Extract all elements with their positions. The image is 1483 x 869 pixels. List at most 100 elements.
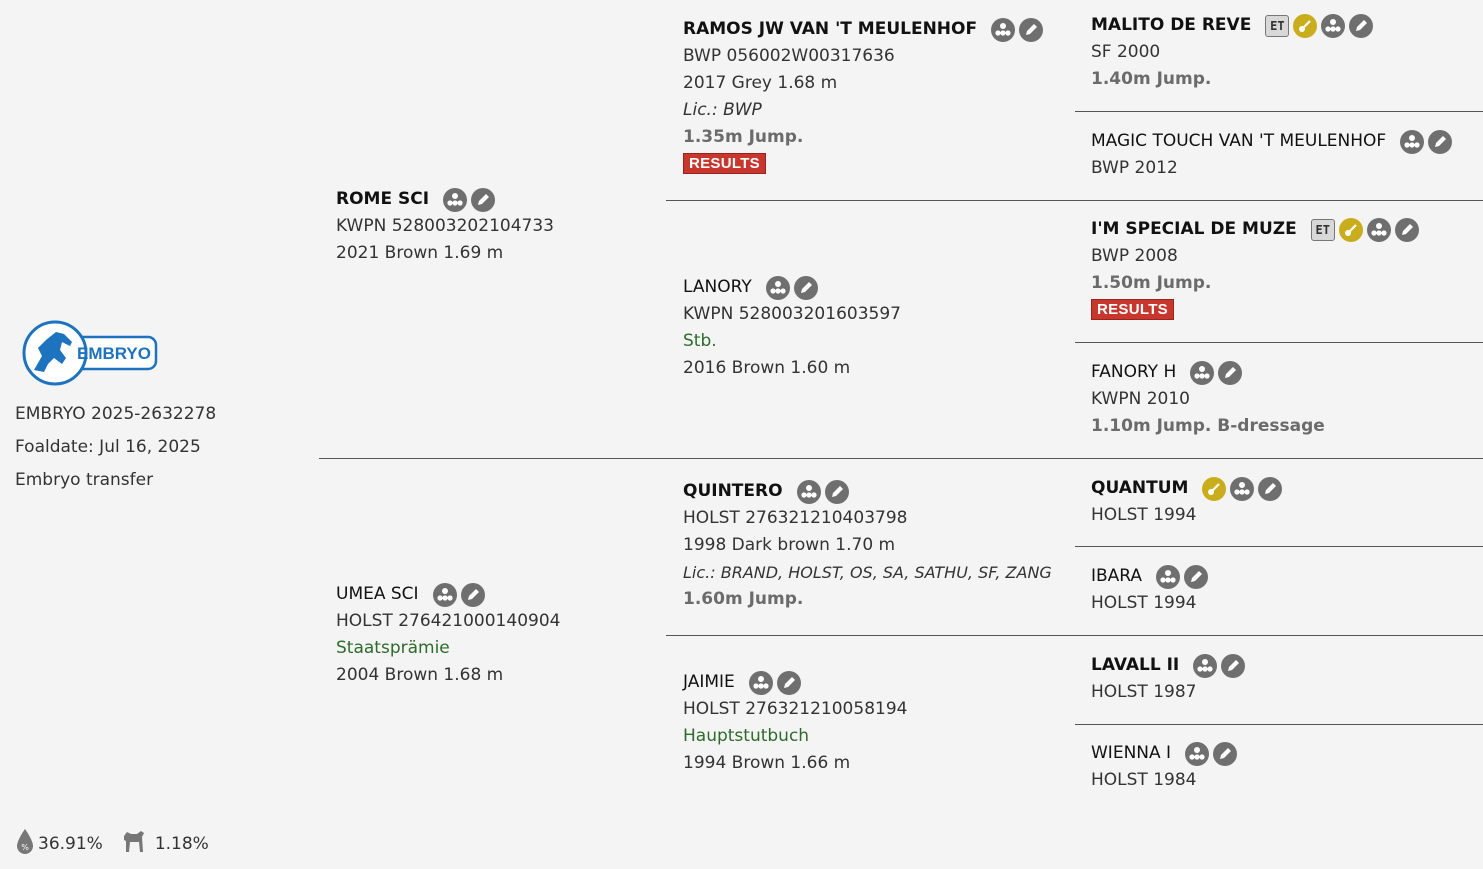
edit-pencil-icon[interactable] [1428,129,1453,154]
edit-pencil-icon[interactable] [1218,360,1243,385]
relation-value: 1.18% [154,833,209,854]
divider-g3 [1075,546,1483,547]
g3-reg: KWPN 2010 [1091,389,1190,409]
pedigree-icon[interactable] [1366,217,1391,242]
pedigree-icon[interactable] [1185,741,1210,766]
edit-pencil-icon[interactable] [1258,476,1283,501]
ss-block: RAMOS JW VAN 'T MEULENHOF BWP 056002W003… [683,16,1044,174]
edit-pencil-icon[interactable] [471,187,496,212]
g3-perf: 1.10m Jump. B-dressage [1091,416,1325,436]
key-icon[interactable] [1202,476,1227,501]
dd-reg: HOLST 276321210058194 [683,699,908,719]
g3-block-4: FANORY H KWPN 2010 1.10m Jump. B-dressag… [1091,359,1325,440]
dam-name[interactable]: UMEA SCI [336,584,419,604]
ds-reg: HOLST 276321210403798 [683,508,908,528]
ds-block: QUINTERO HOLST 276321210403798 1998 Dark… [683,478,1052,613]
results-button[interactable]: RESULTS [683,153,766,174]
pedigree-icon[interactable] [796,479,821,504]
et-badge: ET [1310,218,1335,241]
g3-reg: HOLST 1994 [1091,593,1197,613]
key-icon[interactable] [1293,13,1318,38]
edit-pencil-icon[interactable] [460,582,485,607]
key-icon[interactable] [1338,217,1363,242]
dd-block: JAIMIE HOLST 276321210058194 Hauptstutbu… [683,669,907,777]
g3-name[interactable]: IBARA [1091,566,1143,586]
pedigree-icon[interactable] [1156,564,1181,589]
ds-name[interactable]: QUINTERO [683,481,783,501]
g3-name[interactable]: QUANTUM [1091,478,1189,498]
sire-info: 2021 Brown 1.69 m [336,243,504,263]
pedigree-icon[interactable] [748,670,773,695]
edit-pencil-icon[interactable] [793,275,818,300]
dam-block: UMEA SCI HOLST 276421000140904 Staatsprä… [336,581,560,689]
g3-reg: BWP 2012 [1091,158,1178,178]
divider-sire-parents [666,200,1483,201]
g3-reg: BWP 2008 [1091,246,1178,266]
pedigree-icon[interactable] [991,17,1016,42]
edit-pencil-icon[interactable] [1221,653,1246,678]
ds-perf: 1.60m Jump. [683,589,804,609]
g3-reg: HOLST 1994 [1091,505,1197,525]
divider-dam-parents [666,635,1483,636]
sd-note: Stb. [683,331,717,351]
edit-pencil-icon[interactable] [1019,17,1044,42]
g3-reg: HOLST 1987 [1091,682,1197,702]
sire-name[interactable]: ROME SCI [336,189,430,209]
ds-lic: Lic.: BRAND, HOLST, OS, SA, SATHU, SF, Z… [683,563,1052,582]
g3-name[interactable]: I'M SPECIAL DE MUZE [1091,219,1297,239]
g3-reg: HOLST 1984 [1091,770,1197,790]
sire-block: ROME SCI KWPN 528003202104733 2021 Brown… [336,186,554,267]
g3-name[interactable]: WIENNA I [1091,743,1172,763]
g3-name[interactable]: FANORY H [1091,362,1177,382]
divider-sire-dam [319,458,1483,459]
dd-name[interactable]: JAIMIE [683,672,735,692]
subject-foaldate: Foaldate: Jul 16, 2025 [15,437,201,457]
edit-pencil-icon[interactable] [776,670,801,695]
pedigree-icon[interactable] [765,275,790,300]
sd-block: LANORY KWPN 528003201603597 Stb. 2016 Br… [683,274,901,382]
svg-text:%: % [21,843,29,852]
edit-pencil-icon[interactable] [1349,13,1374,38]
et-badge: ET [1265,14,1290,37]
pedigree-icon[interactable] [432,582,457,607]
g3-block-7: LAVALL II HOLST 1987 [1091,652,1246,706]
edit-pencil-icon[interactable] [1213,741,1238,766]
ss-name[interactable]: RAMOS JW VAN 'T MEULENHOF [683,19,978,39]
pedigree-icon[interactable] [443,187,468,212]
embryo-logo: EMBRYO [22,318,158,392]
sd-reg: KWPN 528003201603597 [683,304,901,324]
subject-id: EMBRYO 2025-2632278 [15,404,217,424]
divider-g1 [1075,111,1483,112]
g3-block-6: IBARA HOLST 1994 [1091,563,1209,617]
results-button[interactable]: RESULTS [1091,299,1174,320]
pedigree-icon[interactable] [1190,360,1215,385]
dam-info: 2004 Brown 1.68 m [336,665,504,685]
sd-info: 2016 Brown 1.60 m [683,358,851,378]
g3-block-2: MAGIC TOUCH VAN 'T MEULENHOF BWP 2012 [1091,128,1453,182]
ss-reg: BWP 056002W00317636 [683,46,895,66]
edit-pencil-icon[interactable] [824,479,849,504]
divider-g2 [1075,342,1483,343]
edit-pencil-icon[interactable] [1394,217,1419,242]
dam-reg: HOLST 276421000140904 [336,611,561,631]
g3-block-1: MALITO DE REVE ET SF 2000 1.40m Jump. [1091,12,1374,93]
ss-perf: 1.35m Jump. [683,127,804,147]
inbreeding-value: 36.91% [38,833,103,854]
g3-perf: 1.50m Jump. [1091,273,1212,293]
g3-name[interactable]: LAVALL II [1091,655,1180,675]
pedigree-icon[interactable] [1321,13,1346,38]
divider-g4 [1075,724,1483,725]
dd-note: Hauptstutbuch [683,726,810,746]
edit-pencil-icon[interactable] [1184,564,1209,589]
sd-name[interactable]: LANORY [683,277,752,297]
subject-stats: % 36.91% 1.18% [14,827,209,860]
g3-name[interactable]: MAGIC TOUCH VAN 'T MEULENHOF [1091,131,1387,151]
g3-block-8: WIENNA I HOLST 1984 [1091,740,1238,794]
dam-note: Staatsprämie [336,638,450,658]
ds-info: 1998 Dark brown 1.70 m [683,535,896,555]
g3-name[interactable]: MALITO DE REVE [1091,15,1252,35]
pedigree-icon[interactable] [1400,129,1425,154]
subject-method: Embryo transfer [15,470,154,490]
pedigree-icon[interactable] [1193,653,1218,678]
pedigree-icon[interactable] [1230,476,1255,501]
